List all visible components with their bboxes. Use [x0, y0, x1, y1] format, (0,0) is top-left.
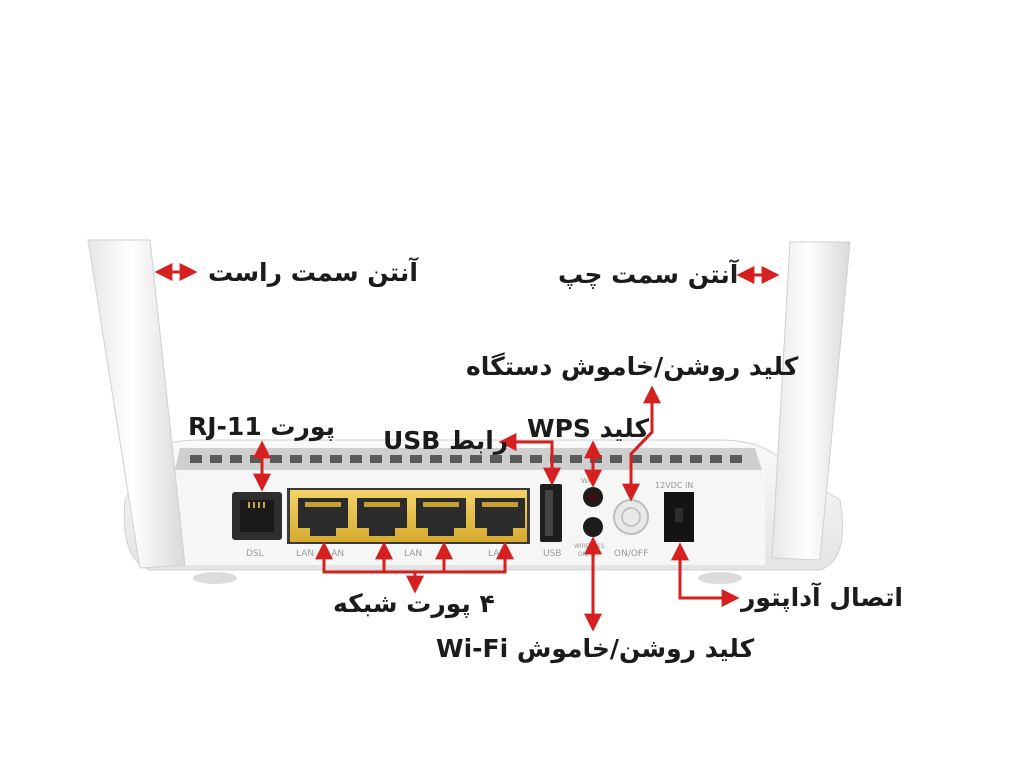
power-button-label: کلید روشن/خاموش دستگاه: [466, 352, 799, 381]
lan-port-label-2: LAN: [326, 549, 344, 559]
power-onoff-label: ON/OFF: [614, 549, 648, 559]
left-antenna-label: آنتن سمت چپ: [558, 260, 739, 289]
power-button-arrow: [622, 385, 661, 502]
wps-button-label: کلید WPS: [527, 414, 649, 443]
usb-interface-label: رابط USB: [383, 426, 509, 455]
lan-port-label-1: LAN: [296, 549, 314, 559]
dc-in-label: 12VDC IN: [655, 481, 693, 490]
network-ports-label: ۴ پورت شبکه: [333, 589, 495, 618]
wifi-button-label: کلید روشن/خاموش Wi-Fi: [436, 634, 755, 663]
annotation-arrows: [154, 263, 780, 632]
lan-port-label-4: LAN: [488, 549, 506, 559]
wps-button-shape: [583, 487, 603, 507]
wireless-button-shape: [583, 517, 603, 537]
wireless-onoff-label: ON/OFF: [578, 551, 601, 558]
usb-port-label: USB: [543, 549, 561, 559]
adapter-arrow: [671, 542, 740, 607]
right-antenna-label: آنتن سمت راست: [208, 258, 418, 287]
lan-ports: [287, 488, 530, 544]
wps-port-label: WPS: [581, 477, 597, 485]
right-antenna: [87, 239, 186, 569]
power-button-shape: [613, 499, 649, 535]
usb-arrow: [498, 433, 561, 486]
power-adapter-label: اتصال آداپتور: [741, 583, 903, 612]
usb-port: [540, 484, 562, 542]
lan-port-label-3: LAN: [404, 549, 422, 559]
power-jack: [664, 492, 694, 542]
rj11-port-label: پورت RJ-11: [188, 412, 335, 441]
dsl-port-label: DSL: [246, 549, 264, 559]
dsl-port: [232, 492, 282, 540]
wireless-port-label: WIRELESS: [574, 543, 605, 550]
left-antenna: [771, 241, 851, 561]
